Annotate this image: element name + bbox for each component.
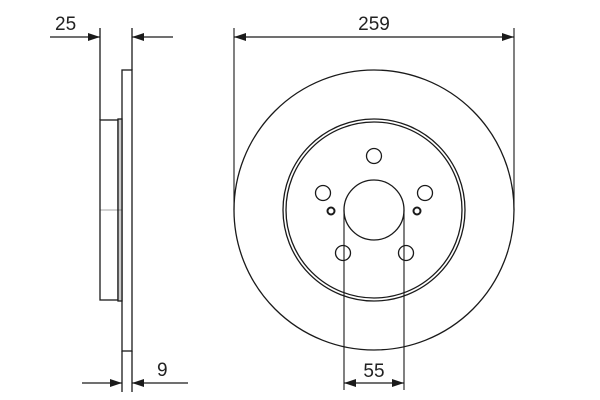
bolt-hole-upper-left — [314, 184, 332, 202]
dimension-label-9: 9 — [157, 360, 168, 381]
outer-disc-edge — [233, 69, 515, 351]
hat-inner-ring — [285, 121, 463, 299]
center-bore — [343, 179, 405, 241]
hat-outer-ring — [282, 118, 466, 302]
pin-hole-right — [412, 206, 422, 216]
side-view — [99, 28, 133, 392]
pin-hole-left — [326, 206, 336, 216]
bolt-hole-top — [365, 147, 383, 165]
bolt-hole-upper-right — [416, 184, 434, 202]
dimension-label-25: 25 — [55, 14, 76, 35]
bolt-hole-lower-right — [397, 244, 415, 262]
dimension-label-55: 55 — [363, 361, 384, 382]
bolt-hole-lower-left — [334, 244, 352, 262]
front-view — [233, 28, 515, 390]
disc-ring-profile — [121, 69, 133, 352]
dimension-label-259: 259 — [358, 14, 390, 35]
